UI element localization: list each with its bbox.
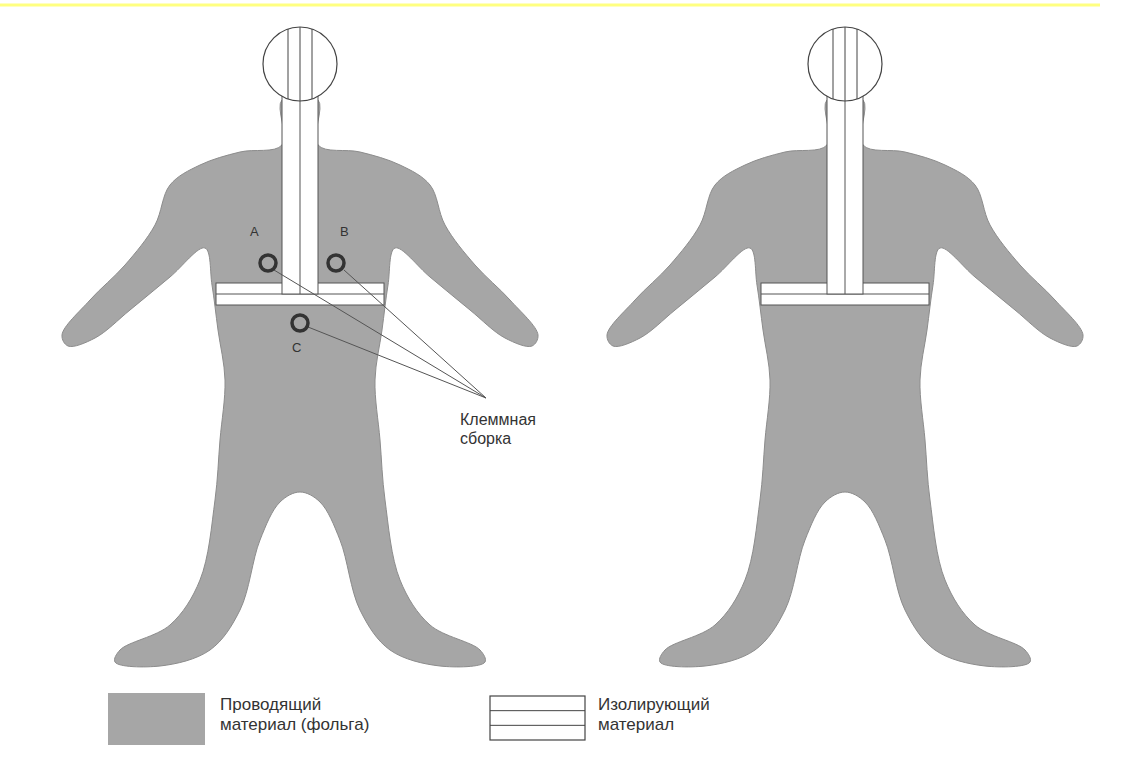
leader-line: [274, 270, 486, 398]
foil-body: [62, 95, 538, 667]
legend-sample: [490, 696, 585, 740]
insulating-strip: [827, 95, 863, 294]
head-line: [833, 29, 834, 99]
callout-label: Клеммная сборка: [460, 410, 570, 448]
terminal-letter: A: [250, 222, 270, 241]
insulating-strip: [282, 95, 318, 294]
head: [263, 27, 337, 101]
head-line: [288, 29, 289, 99]
legend-text: Изолирующий материал: [598, 695, 738, 735]
suit-back: [607, 27, 1083, 667]
head-line: [300, 27, 301, 101]
terminal: [292, 315, 308, 331]
terminal-group: [260, 255, 344, 331]
head-line: [312, 29, 313, 99]
terminal: [260, 255, 276, 271]
legend-sample-box: [490, 696, 585, 740]
strip-line: [300, 95, 301, 294]
legend-text: Проводящий материал (фольга): [220, 695, 380, 735]
leader-lines: [274, 270, 486, 398]
leader-line: [308, 327, 486, 398]
legend-swatch: [108, 693, 205, 745]
legend-marks: [108, 693, 585, 745]
terminal: [328, 255, 344, 271]
strip-line: [845, 95, 846, 294]
legend-sample-line: [490, 725, 585, 726]
foil-body: [607, 95, 1083, 667]
legend-sample-line: [490, 710, 585, 711]
head: [808, 27, 882, 101]
suit-front: [62, 27, 538, 667]
head-line: [845, 27, 846, 101]
terminal-letter: C: [292, 338, 312, 357]
terminal-letter: B: [340, 222, 360, 241]
top-rule: [0, 4, 1100, 7]
head-line: [857, 29, 858, 99]
leader-line: [344, 270, 486, 398]
